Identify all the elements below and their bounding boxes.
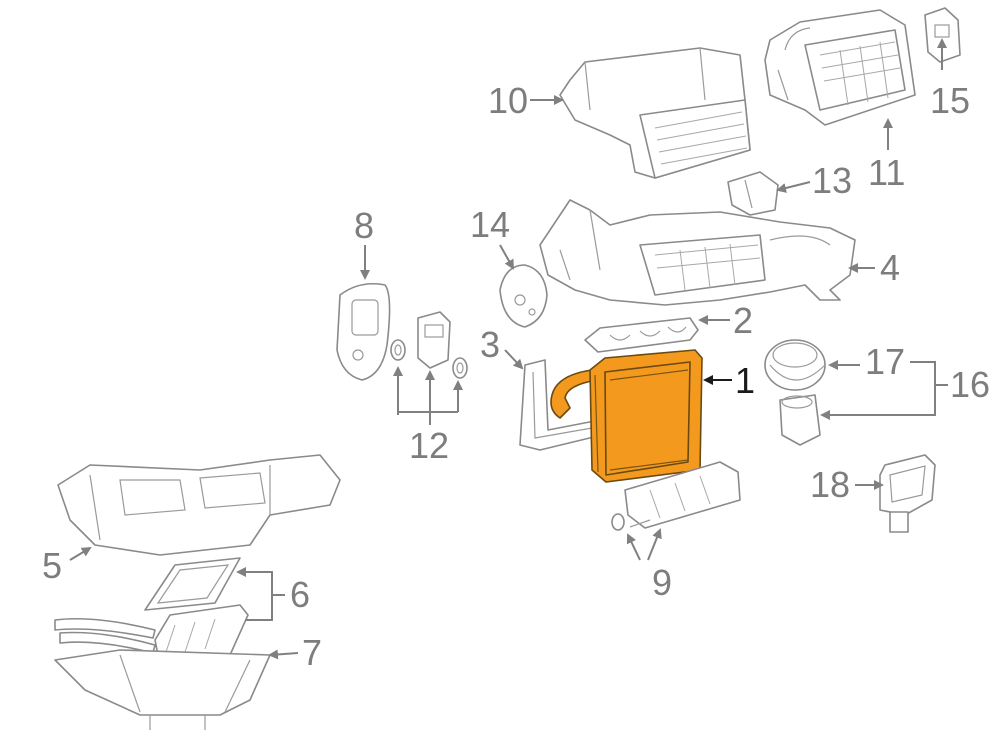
callout-5[interactable]: 5 xyxy=(42,545,62,586)
callout-12[interactable]: 12 xyxy=(409,425,449,466)
part-11-housing[interactable] xyxy=(764,9,916,126)
part-8-cover[interactable] xyxy=(336,282,391,381)
part-7-cover[interactable] xyxy=(54,649,271,730)
callout-4[interactable]: 4 xyxy=(880,247,900,288)
callout-11[interactable]: 11 xyxy=(868,152,905,193)
part-1-evaporator-core[interactable] xyxy=(550,349,703,483)
callout-1[interactable]: 1 xyxy=(735,360,755,401)
part-6-heater[interactable] xyxy=(54,557,249,666)
callout-6[interactable]: 6 xyxy=(290,574,310,615)
callout-10[interactable]: 10 xyxy=(488,80,528,121)
callout-16[interactable]: 16 xyxy=(950,364,990,405)
callout-17[interactable]: 17 xyxy=(865,341,905,382)
callout-8[interactable]: 8 xyxy=(354,205,374,246)
callout-2[interactable]: 2 xyxy=(733,300,753,341)
part-5-lower-case[interactable] xyxy=(57,454,341,556)
leader-lines xyxy=(69,38,948,660)
part-9-tray[interactable] xyxy=(611,461,741,531)
part-13-bracket[interactable] xyxy=(727,171,779,216)
callout-15[interactable]: 15 xyxy=(930,80,970,121)
callout-18[interactable]: 18 xyxy=(810,464,850,505)
part-17-blower[interactable] xyxy=(764,339,826,391)
callout-7[interactable]: 7 xyxy=(302,632,322,673)
callout-13[interactable]: 13 xyxy=(812,160,852,201)
part-15-bracket[interactable] xyxy=(924,7,961,63)
part-10-duct[interactable] xyxy=(559,47,751,179)
part-16-motor[interactable] xyxy=(779,394,821,446)
callout-9[interactable]: 9 xyxy=(652,562,672,603)
callout-labels: 1 2 3 4 5 6 7 8 9 10 11 12 13 14 15 16 1… xyxy=(42,80,990,673)
part-12-valve[interactable] xyxy=(390,311,468,379)
part-2-seal[interactable] xyxy=(584,317,699,353)
callout-14[interactable]: 14 xyxy=(470,204,510,245)
part-14-actuator[interactable] xyxy=(499,264,548,328)
part-18-resistor[interactable] xyxy=(879,454,936,533)
part-4-case[interactable] xyxy=(539,199,856,306)
callout-3[interactable]: 3 xyxy=(480,324,500,365)
